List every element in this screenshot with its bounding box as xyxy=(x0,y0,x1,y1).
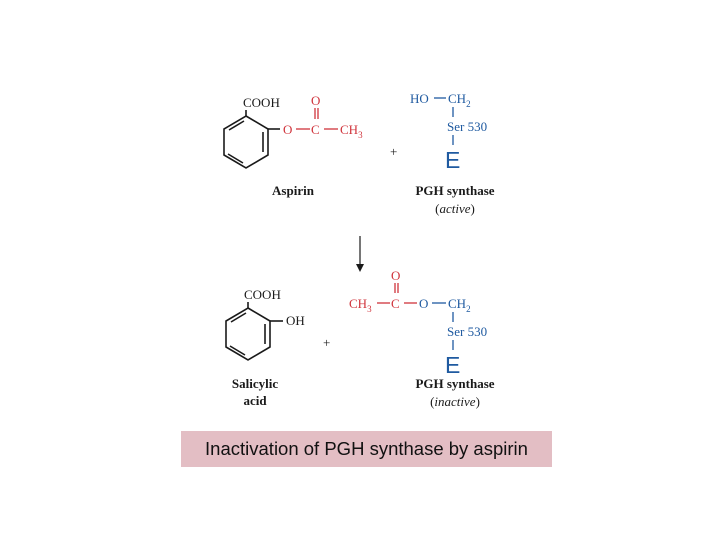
salicylic-name-line2: acid xyxy=(243,393,267,408)
enzyme-letter: E xyxy=(445,147,460,173)
serine-ch2-label: CH2 xyxy=(448,91,471,109)
serine-hydroxyl-label: HO xyxy=(410,91,429,106)
acetyl-bonds xyxy=(377,283,417,304)
enzyme-state-active: (active) xyxy=(435,201,475,216)
aspirin-structure: COOH O O C CH3 Aspirin xyxy=(223,93,363,198)
aspirin-carbonyl-carbon: C xyxy=(311,122,320,137)
enzyme-state-inactive: (inactive) xyxy=(430,394,480,409)
enzyme-state-word-active: active xyxy=(439,201,470,216)
enzyme-name-active: PGH synthase xyxy=(415,183,494,198)
salicylic-acid-structure: COOH OH Salicylic acid xyxy=(225,287,305,408)
acetyl-methyl: CH3 xyxy=(349,296,372,314)
plus-sign-bottom: + xyxy=(323,335,330,350)
acetyl-carbonyl-oxygen: O xyxy=(391,268,400,283)
serine-linking-oxygen: O xyxy=(419,296,428,311)
aspirin-acetyl-bonds xyxy=(296,108,338,130)
enzyme-state-word-inactive: inactive xyxy=(434,394,475,409)
enzyme-name-inactive: PGH synthase xyxy=(415,376,494,391)
aspirin-ester-oxygen: O xyxy=(283,122,292,137)
serine-ch2-label-acetylated: CH2 xyxy=(448,296,471,314)
aspirin-carbonyl-oxygen: O xyxy=(311,93,320,108)
aspirin-cooh-label: COOH xyxy=(243,95,280,110)
aspirin-methyl: CH3 xyxy=(340,122,363,140)
plus-sign-top: + xyxy=(390,144,397,159)
salicylic-benzene-ring xyxy=(225,302,283,361)
active-enzyme-structure: HO CH2 Ser 530 E PGH synthase (active) xyxy=(410,91,495,216)
reaction-arrow xyxy=(356,236,364,272)
residue-label-acetylated: Ser 530 xyxy=(447,324,487,339)
aspirin-name: Aspirin xyxy=(272,183,315,198)
salicylic-cooh-label: COOH xyxy=(244,287,281,302)
aspirin-benzene-ring xyxy=(223,110,280,169)
figure-caption: Inactivation of PGH synthase by aspirin xyxy=(205,438,528,459)
residue-label: Ser 530 xyxy=(447,119,487,134)
salicylic-name-line1: Salicylic xyxy=(232,376,278,391)
caption-background xyxy=(181,431,552,467)
salicylic-oh-label: OH xyxy=(286,313,305,328)
acetyl-carbonyl-carbon: C xyxy=(391,296,400,311)
inactive-enzyme-structure: CH3 O C O CH2 Ser 530 E PGH synthase (in… xyxy=(349,268,495,409)
enzyme-letter-acetylated: E xyxy=(445,352,460,378)
